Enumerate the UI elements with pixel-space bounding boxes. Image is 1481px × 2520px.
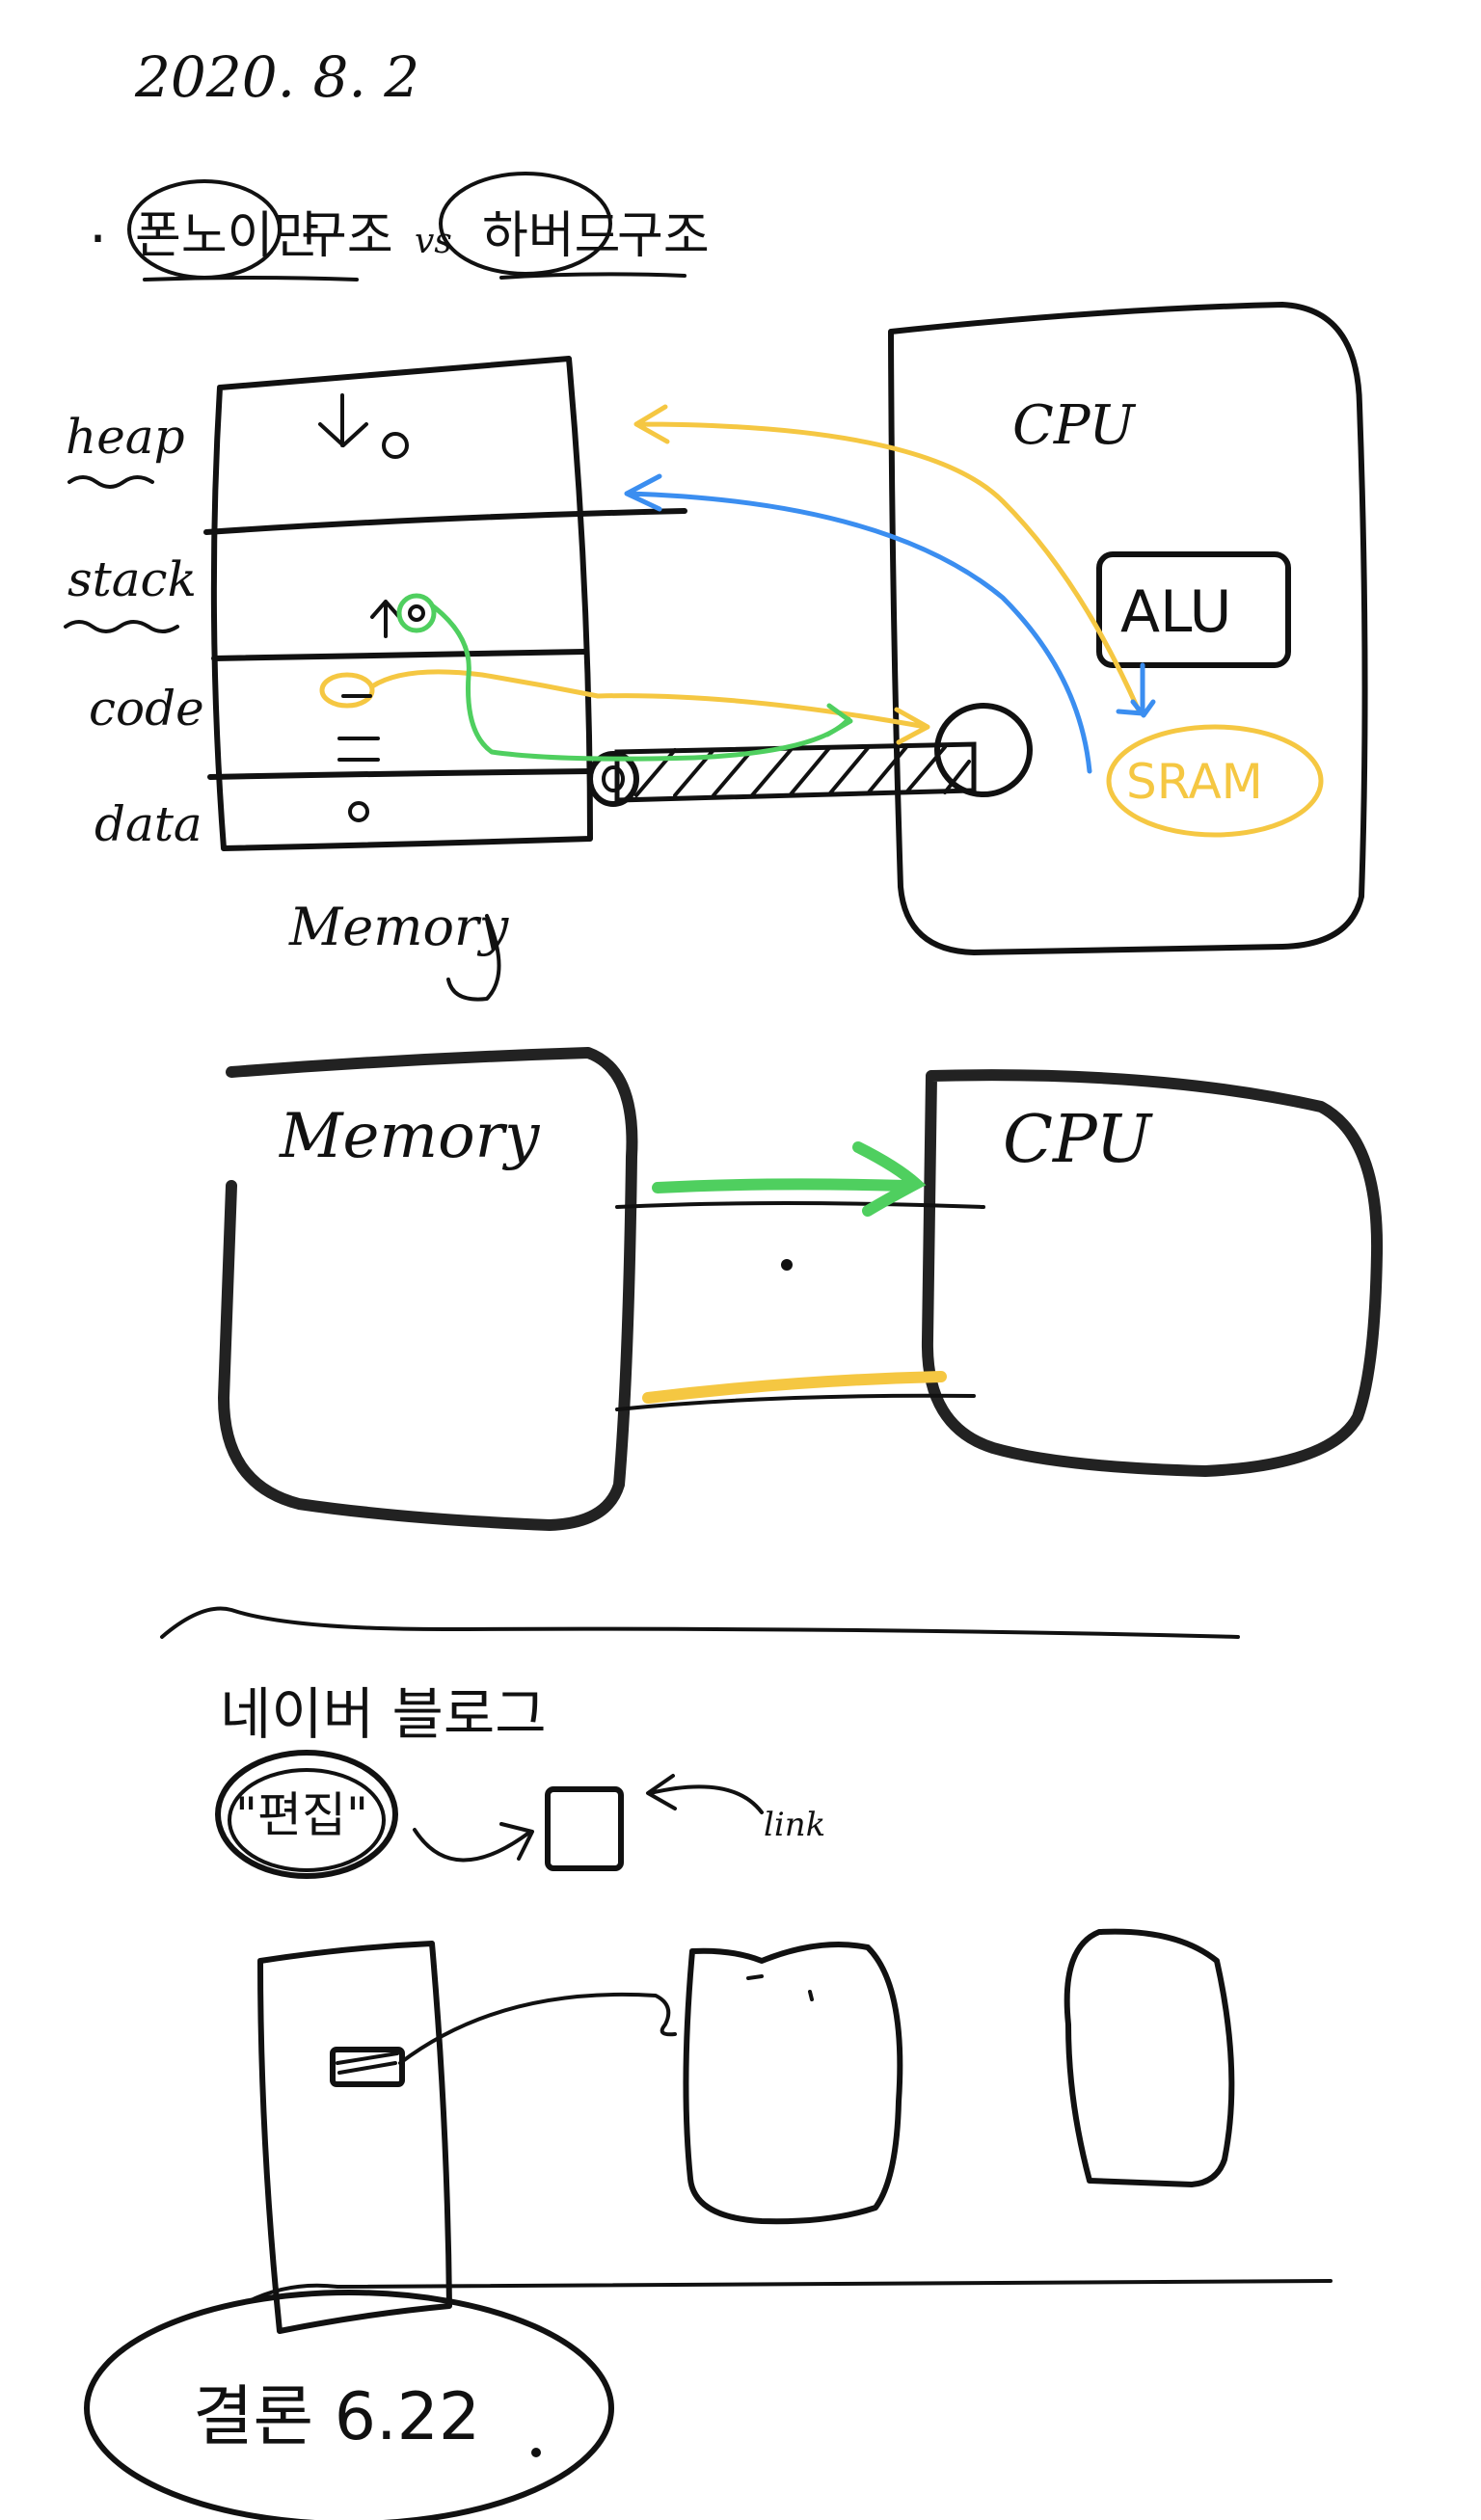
heap-squiggle [67,475,154,489]
system-bus [587,703,1033,807]
instruction-bus [615,1201,985,1209]
left-term: 폰노이만 [135,207,319,265]
memory-block-2 [218,1047,638,1531]
link-arrow [646,1774,764,1814]
page-link-scribble [336,2051,399,2075]
memory-label: Memory [288,897,510,957]
code-lines-icon [337,694,380,762]
page-link-highlight [330,2047,405,2087]
edit-label: "편집" [235,1787,368,1843]
heap-arrow-down-icon [318,393,368,447]
heading-underline-right [499,272,687,280]
edit-circle-inner [228,1768,386,1872]
sram-circle [1106,724,1324,838]
page-box-2 [683,1942,903,2225]
stack-dot-inner-icon [408,604,425,622]
cpu-block-2 [921,1069,1384,1477]
alu-box [1096,551,1291,668]
blue-alu-link [1116,662,1156,718]
stack-dot-icon [396,593,437,633]
alu-label: ALU [1120,578,1231,646]
yellow-code-flow [369,669,930,745]
cpu-label: CPU [1012,394,1137,457]
section-divider-1 [160,1606,1240,1639]
memory-block [203,356,687,851]
link-target-box [545,1786,624,1871]
right-term-suffix: 구조 [617,207,710,265]
memory-label-tail [446,914,501,1002]
naver-blog-title: 네이버 블로그 [220,1681,547,1747]
segment-label-stack: stack [67,551,197,607]
segment-label-data: data [94,796,202,852]
note-date: 2020. 8. 2 [134,44,419,110]
heading-underline-left [143,276,359,281]
heading-bullet: · [89,205,107,273]
blue-flow [624,473,1092,774]
section-divider-2 [245,2279,1333,2304]
memory-label-2: Memory [279,1101,540,1172]
stack-squiggle [64,620,179,633]
data-bus [615,1393,976,1411]
conclusion-dot [531,2448,541,2457]
data-flow-yellow [642,1371,947,1404]
cpu-label-2: CPU [1003,1102,1154,1178]
segment-label-code: code [89,681,204,737]
green-flow [429,603,853,762]
heap-dot-icon [382,432,409,459]
page-box-2-marks [746,1974,814,2001]
page-link-connector [398,1992,677,2065]
right-term-circle [439,172,612,276]
edit-circle [215,1750,398,1879]
conclusion-circle [84,2290,614,2520]
sram-label: SRAM [1126,754,1263,810]
segment-label-heap: heap [66,409,185,465]
left-term-suffix: 구조 [301,207,393,265]
bus-gap-dot [781,1259,793,1271]
page-box-1 [257,1941,452,2334]
code-instruction-mark [319,672,375,709]
cpu-block [888,302,1368,955]
right-term: 하버드 [482,207,621,265]
page-box-3 [1064,1928,1235,2187]
conclusion-text: 결론 6.22 [193,2379,480,2455]
stack-arrow-up-icon [370,600,401,638]
yellow-data-flow [633,404,1141,711]
link-label: link [764,1806,825,1844]
instruction-flow-green [652,1141,927,1217]
edit-arrow [413,1822,534,1863]
data-dot-icon [348,801,369,822]
